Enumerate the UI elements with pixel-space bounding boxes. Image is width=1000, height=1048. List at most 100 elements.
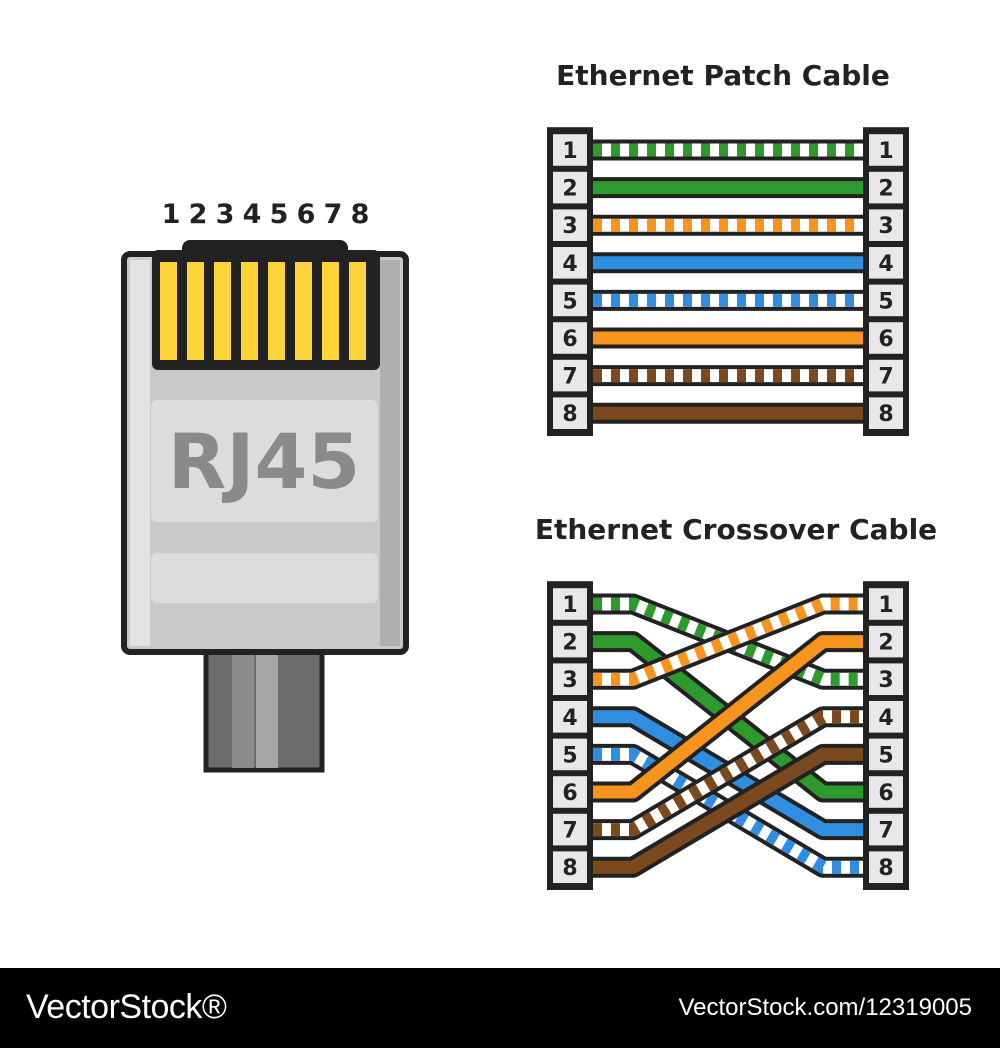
patch-right-label-4: 4	[878, 252, 893, 277]
cable-boot-highlight	[232, 648, 254, 768]
patch-right-label-8: 8	[878, 402, 893, 427]
crossover-right-cell-4	[869, 701, 903, 733]
crossover-left-label-7: 7	[562, 819, 577, 844]
patch-left-label-2: 2	[562, 177, 577, 202]
patch-right-cell-2	[869, 171, 903, 204]
pin-number-1: 1	[162, 199, 181, 230]
pin-number-4: 4	[243, 199, 262, 230]
crossover-right-label-2: 2	[878, 631, 893, 656]
contact-4	[241, 262, 258, 360]
patch-right-label-1: 1	[878, 139, 893, 164]
patch-right-label-7: 7	[878, 365, 893, 390]
contact-5	[268, 262, 285, 360]
pin-number-2: 2	[189, 199, 208, 230]
crossover-left-label-2: 2	[562, 631, 577, 656]
patch-right-label-6: 6	[878, 327, 893, 352]
patch-right-cell-4	[869, 247, 903, 279]
patch-left-label-6: 6	[562, 327, 577, 352]
crossover-right-cell-2	[869, 625, 903, 658]
patch-right-cell-8	[869, 397, 903, 429]
patch-cable-title: Ethernet Patch Cable	[556, 59, 890, 92]
crossover-left-cell-8	[553, 851, 587, 883]
patch-right-label-2: 2	[878, 177, 893, 202]
crossover-left-label-1: 1	[562, 593, 577, 618]
crossover-wire-8	[593, 743, 863, 878]
crossover-left-label-3: 3	[562, 668, 577, 693]
patch-left-label-1: 1	[562, 139, 577, 164]
crossover-wire-6	[593, 631, 863, 803]
pin-number-3: 3	[216, 199, 235, 230]
crossover-right-label-5: 5	[878, 743, 893, 768]
patch-left-cell-4	[553, 247, 587, 279]
patch-right-cell-6	[869, 322, 903, 354]
crossover-background	[593, 581, 863, 890]
patch-left-cell-6	[553, 322, 587, 354]
crossover-right-label-3: 3	[878, 668, 893, 693]
crossover-right-cell-7	[869, 813, 903, 846]
patch-left-cell-3	[553, 209, 587, 241]
vectorstock-logo: VectorStock®	[26, 988, 227, 1026]
crossover-left-label-5: 5	[562, 743, 577, 768]
contact-8	[349, 262, 366, 360]
pin-number-8: 8	[351, 199, 370, 230]
patch-left-cell-7	[553, 359, 587, 392]
patch-right-terminal: 1 2 3 4 5 6 7 8	[863, 127, 909, 436]
crossover-right-cell-8	[869, 851, 903, 883]
crossover-left-cell-2	[553, 625, 587, 658]
cable-boot-highlight-2	[256, 648, 278, 768]
connector-body-shade-right	[380, 260, 400, 646]
connector-body-shade	[130, 260, 150, 646]
label-plate	[151, 400, 378, 522]
patch-right-cell-3	[869, 209, 903, 241]
image-id-text: VectorStock.com/12319005	[678, 994, 972, 1021]
crossover-left-cell-4	[553, 701, 587, 733]
patch-right-label-5: 5	[878, 289, 893, 314]
patch-left-label-8: 8	[562, 402, 577, 427]
pin-number-7: 7	[324, 199, 343, 230]
crossover-left-cell-6	[553, 776, 587, 808]
crossover-left-label-8: 8	[562, 856, 577, 881]
crossover-wire-7	[593, 706, 863, 841]
crossover-cable-title: Ethernet Crossover Cable	[535, 513, 937, 546]
patch-left-cell-5	[553, 284, 587, 317]
gold-contacts	[160, 262, 366, 360]
crossover-left-label-4: 4	[562, 706, 577, 731]
pin-number-6: 6	[297, 199, 316, 230]
contact-1	[160, 262, 177, 360]
rj45-label: RJ45	[168, 417, 361, 506]
patch-left-label-3: 3	[562, 214, 577, 239]
crossover-left-cell-1	[553, 588, 587, 620]
crossover-right-label-6: 6	[878, 781, 893, 806]
crossover-right-cell-5	[869, 738, 903, 771]
crossover-right-cell-6	[869, 776, 903, 808]
patch-left-cell-1	[553, 134, 587, 166]
patch-right-cell-1	[869, 134, 903, 166]
contact-3	[214, 262, 231, 360]
patch-left-cell-8	[553, 397, 587, 429]
crossover-left-cell-7	[553, 813, 587, 846]
patch-left-label-4: 4	[562, 252, 577, 277]
pin-number-5: 5	[270, 199, 289, 230]
crossover-wire-3	[593, 593, 863, 690]
patch-right-cell-5	[869, 284, 903, 317]
crossover-left-terminal: 1 2 3 4 5 6 7 8	[547, 581, 593, 890]
contact-7	[322, 262, 339, 360]
patch-right-label-3: 3	[878, 214, 893, 239]
crossover-left-cell-3	[553, 663, 587, 695]
crossover-wires	[593, 593, 863, 878]
contact-6	[295, 262, 312, 360]
crossover-right-cell-3	[869, 663, 903, 695]
contact-block	[152, 250, 380, 370]
crossover-left-label-6: 6	[562, 781, 577, 806]
crossover-right-label-7: 7	[878, 819, 893, 844]
crossover-right-label-1: 1	[878, 593, 893, 618]
crossover-right-cell-1	[869, 588, 903, 620]
patch-left-label-5: 5	[562, 289, 577, 314]
patch-right-cell-7	[869, 359, 903, 392]
crossover-right-label-8: 8	[878, 856, 893, 881]
